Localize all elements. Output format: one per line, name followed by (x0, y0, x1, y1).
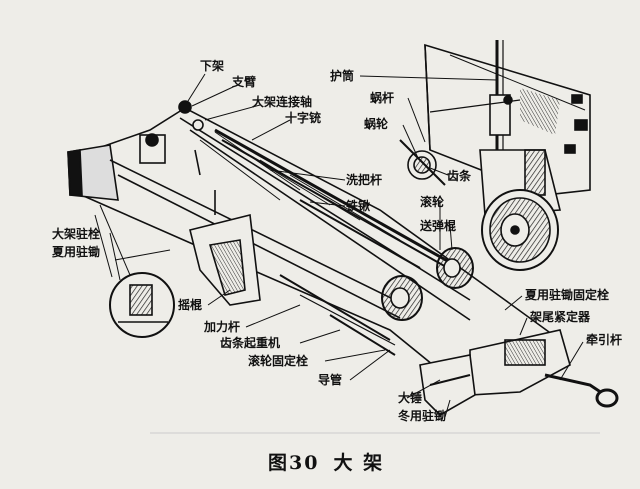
label-chi-tiao-qi-zhong-ji: 齿条起重机 (220, 336, 281, 350)
wheel-detail-inset (399, 40, 591, 271)
label-gun-lun-gu-ding-shuan: 滚轮固定栓 (248, 354, 309, 368)
label-wo-lun: 蜗轮 (364, 117, 389, 131)
label-xia-yong-zhu-chu: 夏用驻锄 (52, 245, 101, 259)
figure-number: 图30 (268, 452, 320, 474)
label-xia-yong-zhu-chu-gu-ding-shuan: 夏用驻锄固定栓 (525, 288, 610, 302)
figure-title: 大 架 (333, 452, 385, 474)
label-tie-qiao: 铁锹 (346, 199, 371, 213)
label-xia-jia: 下架 (200, 59, 225, 73)
leader-lines (109, 73, 584, 418)
label-shi-zi-tou: 十字铳 (285, 111, 322, 125)
label-jia-li-gan: 加力杆 (204, 320, 241, 334)
label-da-jia-lian-jie-zhou: 大架连接轴 (252, 95, 313, 109)
label-yao-gun: 摇棍 (178, 298, 203, 312)
label-jia-wei-jin-ding-qi: 架尾紧定器 (530, 310, 591, 324)
label-da-jia-zhu-shuan: 大架驻栓 (52, 227, 101, 241)
label-zhi-bi: 支臂 (232, 75, 257, 89)
label-song-dan-gun: 送弹棍 (420, 219, 457, 233)
label-dong-yong-zhu-chu: 冬用驻锄 (398, 409, 447, 423)
label-chi-tiao-top: 齿条 (447, 169, 472, 183)
trail-frame (67, 100, 619, 416)
label-wo-gan: 蜗杆 (370, 91, 395, 105)
trail-pin-detail (94, 204, 175, 338)
label-da-chui: 大锤 (398, 391, 423, 405)
label-qian-yin-gan: 牵引杆 (586, 333, 623, 347)
label-hu-tong: 护筒 (330, 69, 355, 83)
label-xi-ba-gan: 洗把杆 (346, 173, 383, 187)
label-gun-lun: 滚轮 (420, 195, 445, 209)
figure-caption: 图30 大 架 (268, 448, 398, 475)
label-dao-guan: 导管 (318, 373, 343, 387)
